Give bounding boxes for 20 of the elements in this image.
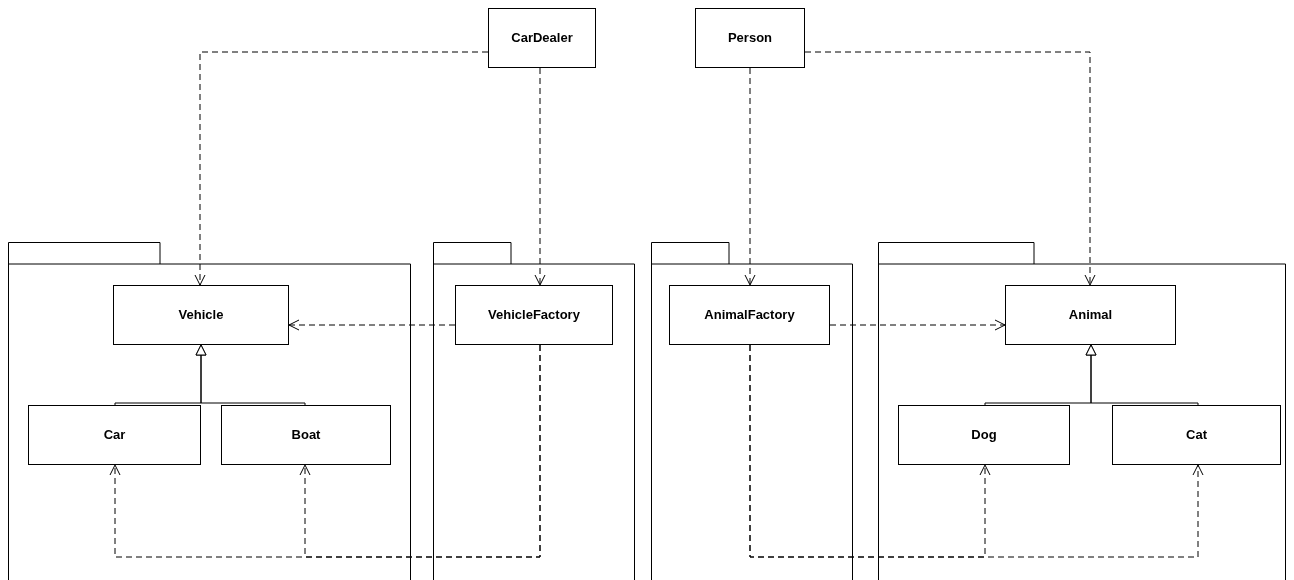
dependency-arrow: [829, 319, 1006, 331]
class-box: VehicleFactory: [455, 285, 613, 345]
generalization-arrow: [195, 344, 306, 406]
dependency-arrow: [194, 51, 489, 286]
generalization-arrow: [1085, 344, 1199, 406]
class-box: Car: [28, 405, 201, 465]
class-box: Animal: [1005, 285, 1176, 345]
class-box: Person: [695, 8, 805, 68]
class-box: Dog: [898, 405, 1070, 465]
dependency-arrow: [749, 344, 1204, 558]
class-box: Vehicle: [113, 285, 289, 345]
class-box: CarDealer: [488, 8, 596, 68]
class-box: Cat: [1112, 405, 1281, 465]
dependency-arrow: [744, 67, 756, 286]
dependency-arrow: [804, 51, 1096, 286]
class-box: Boat: [221, 405, 391, 465]
dependency-arrow: [299, 344, 541, 558]
dependency-arrow: [288, 319, 456, 331]
class-box: AnimalFactory: [669, 285, 830, 345]
dependency-arrow: [534, 67, 546, 286]
